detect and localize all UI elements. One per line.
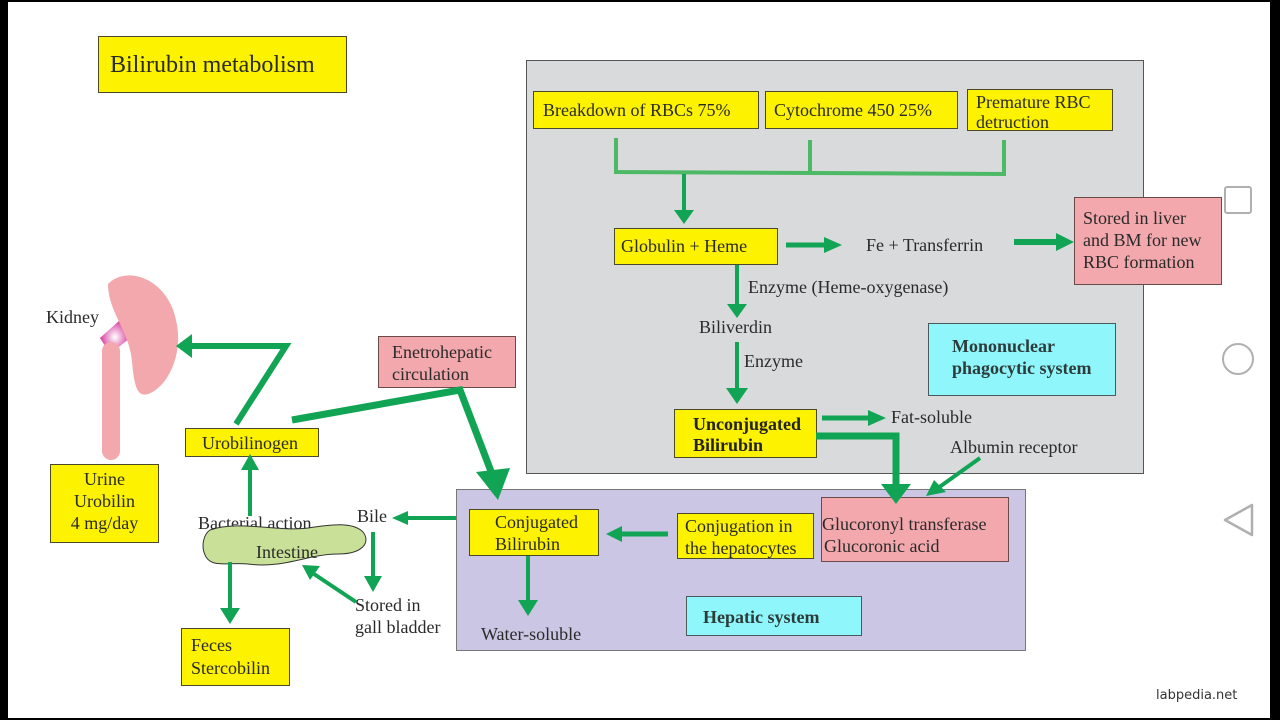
arrow-to-kidney xyxy=(190,343,292,426)
biliverdin-label: Biliverdin xyxy=(699,317,772,337)
kidney-label: Kidney xyxy=(46,307,99,327)
urine-box: Urine Urobilin 4 mg/day xyxy=(50,464,159,543)
bacterial-action-label: Bacterial action xyxy=(198,513,312,533)
kidney-icon xyxy=(100,275,179,460)
stored-gall-line2: gall bladder xyxy=(355,617,441,637)
source-box-rbc-breakdown: Breakdown of RBCs 75% xyxy=(533,91,759,129)
arrow-enterohepatic xyxy=(291,386,496,476)
title-box: Bilirubin metabolism xyxy=(98,36,347,93)
glucoronyl-box: Glucoronyl transferase Glucoronic acid xyxy=(821,497,1009,562)
ureter xyxy=(102,342,120,460)
water-soluble-label: Water-soluble xyxy=(481,624,582,644)
watermark: labpedia.net xyxy=(1156,688,1238,703)
enterohepatic-box: Enetrohepatic circulation xyxy=(378,336,516,388)
urobilinogen-box: Urobilinogen xyxy=(185,428,319,457)
feces-box: Feces Stercobilin xyxy=(181,628,290,686)
fe-transferrin-label: Fe + Transferrin xyxy=(866,235,984,255)
source-box-cytochrome: Cytochrome 450 25% xyxy=(765,91,958,129)
mononuclear-label-box: Mononuclear phagocytic system xyxy=(928,323,1116,396)
hepatic-label-box: Hepatic system xyxy=(686,596,862,636)
enzyme-heme-oxygenase-label: Enzyme (Heme-oxygenase) xyxy=(748,277,949,297)
enzyme-label: Enzyme xyxy=(744,351,803,371)
albumin-receptor-label: Albumin receptor xyxy=(950,437,1078,457)
intestine-label: Intestine xyxy=(256,542,318,562)
conjugation-box: Conjugation in the hepatocytes xyxy=(677,513,814,559)
slide: Bilirubin metabolism Breakdown of RBCs 7… xyxy=(8,2,1270,718)
stored-liver-box: Stored in liver and BM for new RBC forma… xyxy=(1074,197,1222,285)
stored-gall-line1: Stored in xyxy=(355,595,421,615)
triangle-back-icon xyxy=(1223,503,1254,537)
page-title: Bilirubin metabolism xyxy=(110,52,315,78)
arrow-gall-to-intestine xyxy=(312,572,358,604)
globulin-heme-box: Globulin + Heme xyxy=(614,228,778,265)
conjugated-bilirubin-box: Conjugated Bilirubin xyxy=(469,509,599,556)
home-button[interactable] xyxy=(1222,343,1254,375)
recents-button[interactable] xyxy=(1224,186,1252,214)
renal-pelvis xyxy=(100,320,130,354)
unconjugated-bilirubin-box: Unconjugated Bilirubin xyxy=(674,409,817,458)
kidney-shape xyxy=(108,275,179,395)
back-button[interactable] xyxy=(1222,502,1256,538)
fat-soluble-label: Fat-soluble xyxy=(891,407,972,427)
source-box-premature: Premature RBC detruction xyxy=(967,89,1113,131)
bile-label: Bile xyxy=(357,506,387,526)
